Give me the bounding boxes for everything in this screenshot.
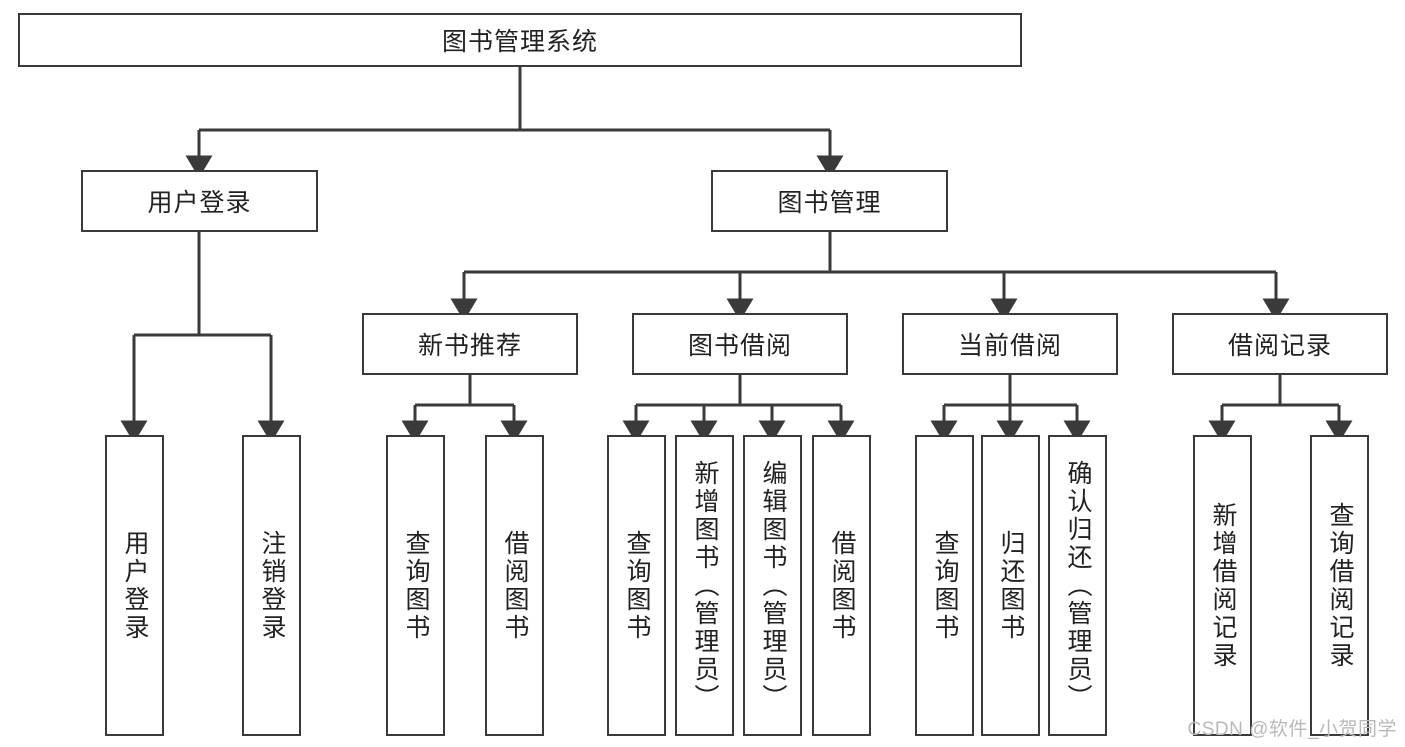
leaf-query-book-3-label: 查询图书 [931, 529, 959, 642]
leaf-logout-login-label: 注销登录 [258, 529, 286, 642]
leaf-query-book-1-label: 查询图书 [402, 529, 430, 642]
leaf-borrow-book-2[interactable]: 借阅图书 [812, 435, 871, 736]
leaf-confirm-return[interactable]: 确认归还（管理员） [1048, 435, 1107, 736]
node-borrow-record[interactable]: 借阅记录 [1172, 313, 1388, 375]
leaf-query-book-2-label: 查询图书 [623, 529, 651, 642]
node-user-login-label: 用户登录 [147, 189, 252, 217]
node-new-book-recommend[interactable]: 新书推荐 [362, 313, 578, 375]
leaf-query-record-label: 查询借阅记录 [1326, 501, 1354, 670]
node-root-label: 图书管理系统 [441, 28, 598, 56]
leaf-user-login[interactable]: 用户登录 [105, 435, 164, 736]
node-book-management-label: 图书管理 [777, 189, 882, 217]
leaf-user-login-label: 用户登录 [121, 529, 149, 642]
leaf-return-book-label: 归还图书 [997, 529, 1025, 642]
leaf-add-book[interactable]: 新增图书（管理员） [675, 435, 734, 736]
leaf-edit-book-label: 编辑图书（管理员） [759, 459, 787, 712]
node-user-login[interactable]: 用户登录 [81, 170, 318, 232]
node-new-book-recommend-label: 新书推荐 [417, 332, 522, 360]
leaf-add-book-label: 新增图书（管理员） [691, 459, 719, 712]
leaf-edit-book[interactable]: 编辑图书（管理员） [743, 435, 802, 736]
leaf-confirm-return-label: 确认归还（管理员） [1064, 459, 1092, 712]
node-root[interactable]: 图书管理系统 [18, 13, 1022, 67]
node-current-borrow-label: 当前借阅 [957, 332, 1062, 360]
leaf-query-record[interactable]: 查询借阅记录 [1310, 435, 1369, 736]
leaf-query-book-1[interactable]: 查询图书 [386, 435, 445, 736]
leaf-add-record-label: 新增借阅记录 [1209, 501, 1237, 670]
leaf-logout-login[interactable]: 注销登录 [242, 435, 301, 736]
node-book-borrow[interactable]: 图书借阅 [632, 313, 848, 375]
node-borrow-record-label: 借阅记录 [1227, 332, 1332, 360]
leaf-query-book-3[interactable]: 查询图书 [915, 435, 974, 736]
leaf-query-book-2[interactable]: 查询图书 [607, 435, 666, 736]
leaf-borrow-book-2-label: 借阅图书 [828, 529, 856, 642]
leaf-return-book[interactable]: 归还图书 [981, 435, 1040, 736]
watermark: CSDN @软件_小贺同学 [1187, 719, 1397, 740]
leaf-add-record[interactable]: 新增借阅记录 [1193, 435, 1252, 736]
node-book-borrow-label: 图书借阅 [687, 332, 792, 360]
leaf-borrow-book-1-label: 借阅图书 [501, 529, 529, 642]
node-book-management[interactable]: 图书管理 [711, 170, 948, 232]
node-current-borrow[interactable]: 当前借阅 [902, 313, 1118, 375]
leaf-borrow-book-1[interactable]: 借阅图书 [485, 435, 544, 736]
